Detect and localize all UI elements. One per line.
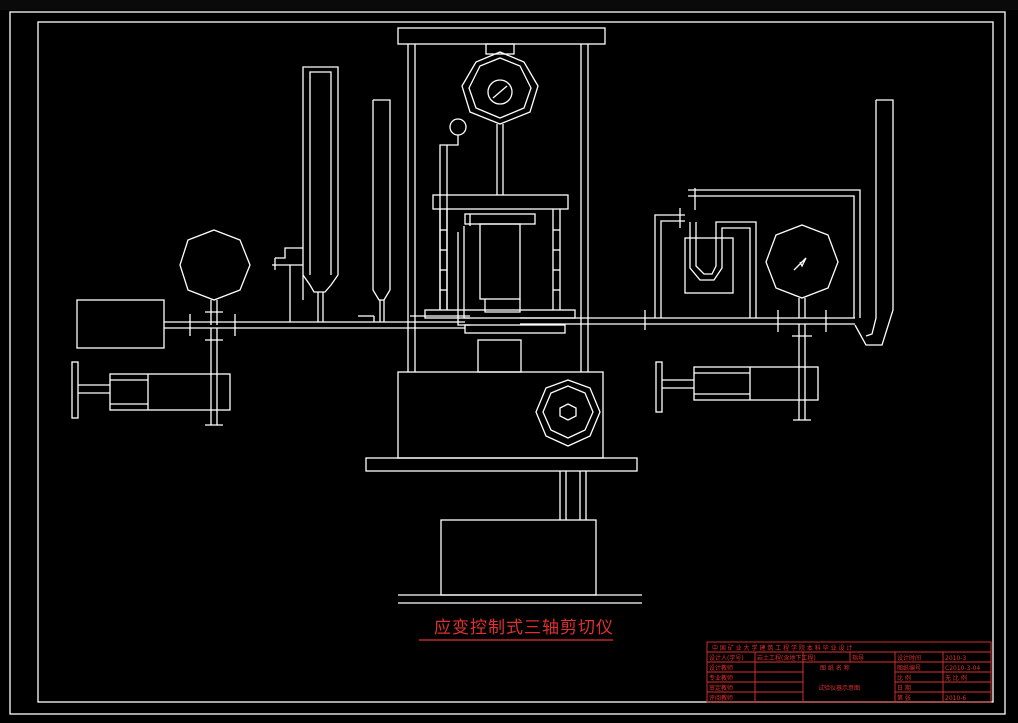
tb-cell: 指导	[852, 654, 864, 662]
tb-cell: 图纸编号	[897, 664, 921, 672]
tb-cell: 图 纸 名 称	[820, 664, 850, 672]
tb-cell: 岩土工程(含地下工程)	[757, 654, 816, 662]
motor-box	[440, 519, 597, 596]
tb-cell: 设计人(学号)	[709, 654, 744, 662]
inner-frame	[37, 21, 994, 703]
outer-frame	[9, 11, 1006, 715]
pressure-chamber	[424, 213, 576, 334]
top-crossbar	[397, 27, 606, 45]
tb-cell: 2010-3	[945, 655, 966, 662]
tb-cell: 2010-6	[945, 695, 966, 702]
tb-cell: C2010-3-04	[945, 665, 980, 672]
base-dial-gauge	[535, 379, 601, 447]
tb-cell: 评阅教师	[709, 694, 733, 702]
tb-cell: 第 张	[897, 694, 911, 702]
right-pressure-gauge	[765, 224, 839, 318]
top-dial-gauge	[461, 51, 539, 195]
drawing-title: 应变控制式三轴剪切仪	[434, 618, 614, 638]
title-block	[706, 641, 992, 703]
title-block-header: 中 国 矿 业 大 学 建 筑 工 程 学 院 本 科 毕 业 设 计	[712, 644, 852, 652]
top-toolbar-strip	[0, 0, 1018, 10]
right-piston-pump	[655, 361, 819, 413]
right-manometer	[854, 99, 894, 346]
volume-change-box	[76, 299, 165, 349]
machine-base	[397, 371, 604, 459]
left-pressure-gauge	[179, 229, 251, 301]
left-piston-pump	[71, 361, 231, 419]
tb-cell: 专业教师	[709, 674, 733, 682]
tb-cell: 设计教师	[709, 664, 733, 672]
tb-cell: 设计时间	[897, 654, 921, 662]
tb-cell: 日 期	[897, 684, 911, 692]
tb-cell: 审定教师	[709, 684, 733, 692]
tb-cell: 比 例	[897, 674, 911, 682]
tb-cell: 无 比 例	[945, 674, 967, 682]
u-tube-manometer	[684, 221, 757, 318]
small-gauge-circle	[449, 118, 467, 136]
tb-cell: 试验仪器示意图	[818, 684, 860, 692]
left-manometer	[272, 66, 339, 322]
left-burette	[358, 99, 391, 322]
